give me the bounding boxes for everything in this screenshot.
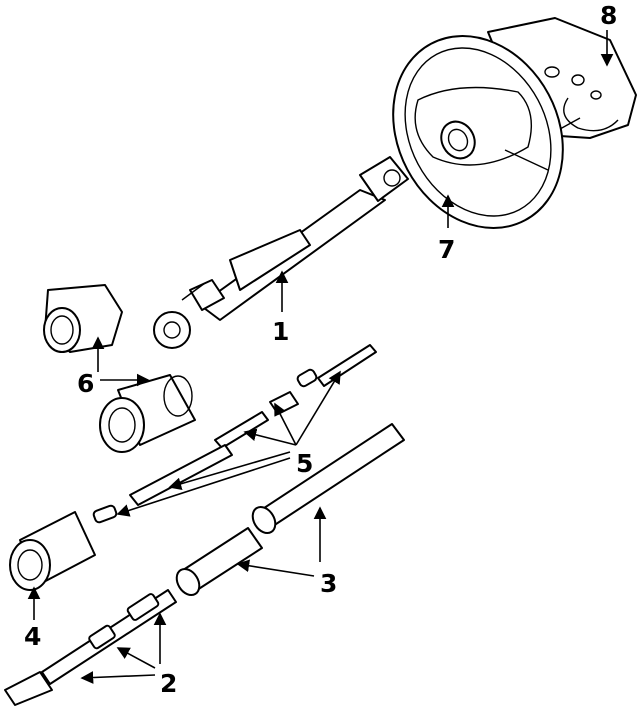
leader-lines	[27, 30, 614, 684]
callout-7: 7	[438, 235, 455, 264]
part-6-sleeve	[99, 374, 196, 453]
callout-3: 3	[320, 569, 337, 598]
callout-6: 6	[77, 369, 94, 398]
callout-8: 8	[600, 1, 617, 30]
callout-4: 4	[24, 622, 41, 651]
part-3-tube	[175, 423, 405, 597]
callout-2: 2	[160, 669, 177, 698]
part-4-sleeve	[9, 511, 96, 591]
part-7-steering-wheel	[392, 35, 564, 229]
part-6-bracket	[43, 284, 123, 353]
part-1-column-shaft	[153, 156, 409, 349]
callout-5: 5	[296, 449, 313, 478]
callout-1: 1	[272, 317, 289, 346]
part-2-lower-shaft	[4, 589, 177, 706]
